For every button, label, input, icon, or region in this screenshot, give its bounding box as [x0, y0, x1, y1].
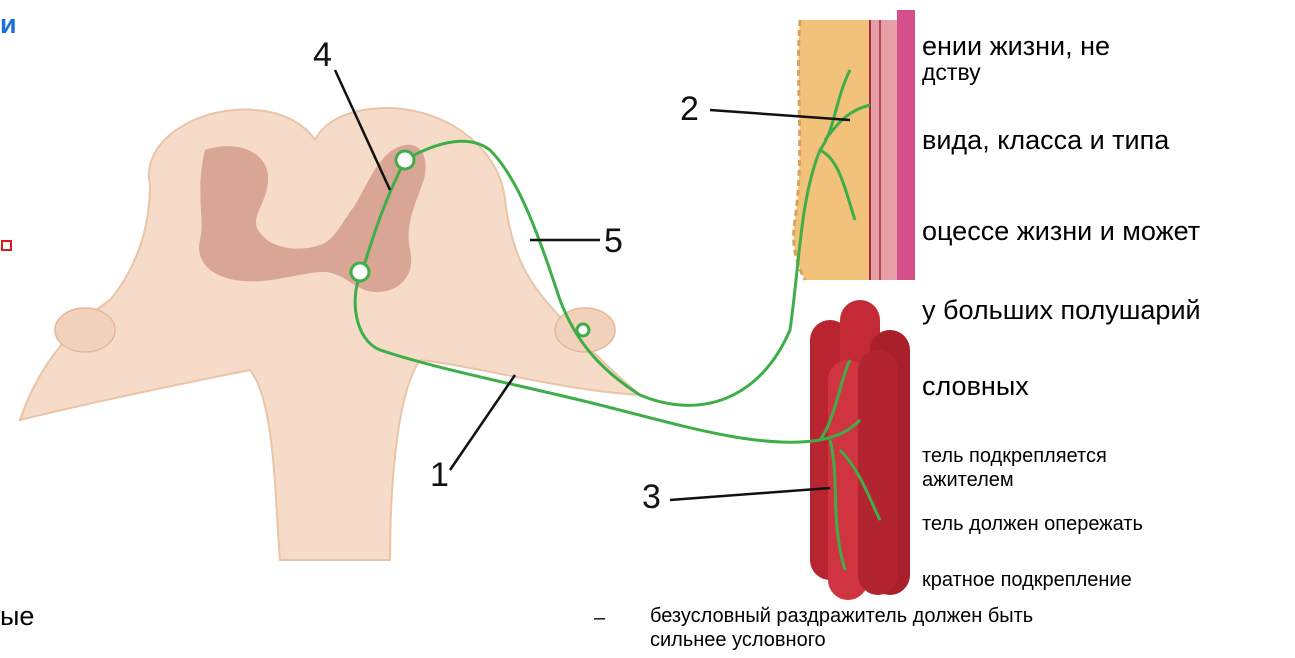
right-line-10: кратное подкрепление [922, 570, 1132, 591]
label-4: 4 [313, 36, 332, 75]
synapse-upper-icon [396, 151, 414, 169]
right-line-7: тель подкрепляется [922, 446, 1107, 467]
right-line-1: ении жизни, не [922, 32, 1110, 60]
right-line-9: тель должен опережать [922, 514, 1143, 535]
ganglion-cell-icon [577, 324, 589, 336]
label-2: 2 [680, 90, 699, 129]
right-line-8: ажителем [922, 470, 1014, 491]
right-line-2: дству [922, 60, 981, 84]
label-1: 1 [430, 456, 449, 495]
right-line-4: оцессе жизни и может [922, 217, 1200, 245]
right-line-5: у больших полушарий [922, 296, 1201, 324]
right-line-12: сильнее условного [650, 630, 826, 651]
muscle-bundle [810, 300, 910, 600]
label-3: 3 [642, 478, 661, 517]
skin-block [794, 10, 915, 280]
dash-bullet: – [594, 608, 605, 629]
synapse-lower-icon [351, 263, 369, 281]
right-line-6: словных [922, 372, 1029, 400]
right-line-11: безусловный раздражитель должен быть [650, 606, 1033, 627]
spinal-cord-section [20, 108, 640, 560]
left-header-fragment: и [0, 10, 17, 38]
left-text-fragment: ые [0, 602, 34, 630]
red-bullet-icon [1, 240, 12, 251]
right-line-3: вида, класса и типа [922, 126, 1169, 154]
label-5: 5 [604, 222, 623, 261]
